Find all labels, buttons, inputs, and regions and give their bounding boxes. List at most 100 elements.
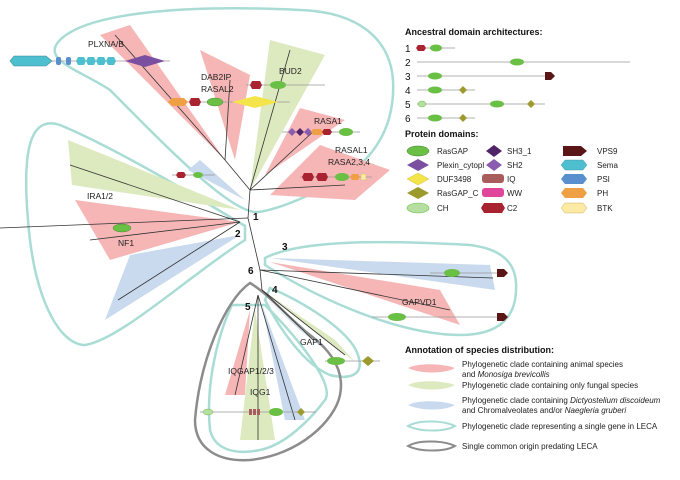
clade-fan-gapvd1 bbox=[270, 262, 460, 325]
leca-outline-iqgap bbox=[207, 303, 328, 454]
ipt-domain bbox=[86, 57, 96, 65]
sh3-domain bbox=[296, 128, 304, 136]
plexin-cytopl-icon bbox=[407, 159, 429, 171]
c2-domain bbox=[302, 173, 314, 181]
clade-label-ira12: IRA1/2 bbox=[87, 191, 113, 201]
vps9-domain bbox=[497, 269, 508, 277]
arch-dab2ip bbox=[168, 96, 290, 108]
clade-label-gapvd1: GAPVD1 bbox=[402, 297, 437, 307]
domain-label: SH3_1 bbox=[507, 147, 532, 156]
annotation-animal-line1: Phylogenetic clade containing animal spe… bbox=[462, 360, 623, 369]
iq-domain bbox=[257, 409, 260, 415]
rasgap-domain bbox=[206, 97, 224, 107]
rasgap-domain bbox=[327, 357, 345, 365]
ipt-domain bbox=[106, 57, 116, 65]
rasgap-c-domain bbox=[459, 114, 467, 122]
domain-label: Sema bbox=[597, 161, 618, 170]
node-label-2: 2 bbox=[235, 229, 241, 240]
c2-domain bbox=[322, 129, 332, 135]
btk-domain bbox=[360, 173, 367, 181]
leca-gene-swatch bbox=[405, 420, 458, 432]
annotation-leca-gene: Phylogenetic clade representing a single… bbox=[462, 422, 658, 431]
rasgap-c-domain bbox=[362, 356, 374, 366]
ipt-domain bbox=[96, 57, 106, 65]
rasgap-domain bbox=[388, 313, 406, 321]
ancestral-panel: Ancestral domain architectures: 1 2 3 4 … bbox=[405, 27, 630, 125]
domains-title: Protein domains: bbox=[405, 129, 479, 139]
c2-domain bbox=[416, 45, 426, 51]
clade-fan-nf1 bbox=[75, 200, 240, 260]
ph-domain bbox=[168, 98, 188, 106]
ph-icon bbox=[561, 188, 587, 198]
rasgap-domain bbox=[510, 58, 524, 66]
clade-label-gap1: GAP1 bbox=[300, 337, 323, 347]
sh2-icon bbox=[486, 159, 502, 171]
arch-plxna bbox=[9, 55, 170, 67]
clade-label-bud2: BUD2 bbox=[279, 66, 302, 76]
arch-rasal1 bbox=[300, 173, 372, 181]
protein-domains-legend: Protein domains: RasGAP Plexin_cytopl DU… bbox=[405, 129, 618, 214]
tree-branches bbox=[0, 34, 494, 440]
rasgap-domain bbox=[112, 223, 132, 233]
rasgap-domain bbox=[270, 81, 286, 89]
vps9-icon bbox=[563, 146, 587, 156]
dicty-clade-swatch bbox=[408, 401, 455, 410]
c2-domain bbox=[316, 173, 328, 181]
clade-fan-rasal1 bbox=[270, 145, 390, 200]
sh3-1-icon bbox=[486, 145, 502, 157]
node-label-5: 5 bbox=[245, 302, 251, 313]
ipt-domain bbox=[76, 57, 86, 65]
domain-label: Plexin_cytopl bbox=[437, 161, 484, 170]
ancestral-row-label: 3 bbox=[405, 72, 411, 83]
clade-fan-dab2ip bbox=[200, 50, 250, 160]
rasgap-domain bbox=[428, 114, 442, 122]
arch-bud2 bbox=[246, 81, 325, 89]
annotation-single-origin: Single common origin predating LECA bbox=[462, 442, 598, 451]
rasgap-domain bbox=[193, 172, 203, 178]
clade-label-iqg1: IQG1 bbox=[250, 387, 271, 397]
arch-gap1 bbox=[325, 356, 380, 366]
ch-domain bbox=[202, 408, 214, 416]
sh2-domain bbox=[304, 128, 312, 136]
vps9-domain bbox=[545, 72, 555, 80]
clade-fan-bud2 bbox=[250, 40, 325, 190]
annotation-dicty-line1: Phylogenetic clade containing Dictyostel… bbox=[462, 396, 661, 405]
ancestral-row-label: 5 bbox=[405, 100, 411, 111]
rasgap-c-domain bbox=[459, 86, 467, 94]
ww-icon bbox=[482, 188, 504, 197]
rasgap-c-domain bbox=[297, 408, 305, 416]
psi-icon bbox=[561, 174, 587, 184]
leca-outline-right bbox=[263, 240, 518, 337]
clade-fan-rasa1 bbox=[265, 108, 345, 175]
iq-domain bbox=[249, 409, 252, 415]
arch-dicty-top bbox=[172, 172, 215, 178]
c2-domain bbox=[189, 98, 201, 106]
sh2-domain bbox=[288, 128, 296, 136]
animal-clade-swatch bbox=[408, 364, 455, 373]
leca-outline-left bbox=[24, 122, 247, 347]
clade-fan-iqg1 bbox=[240, 310, 275, 440]
ph-domain bbox=[350, 174, 360, 180]
clade-label-rasal1: RASAL1 bbox=[335, 145, 368, 155]
clade-label-rasa234: RASA2,3,4 bbox=[328, 157, 370, 167]
domain-label: C2 bbox=[507, 204, 518, 213]
arch-rasa1 bbox=[282, 128, 360, 136]
btk-icon bbox=[560, 202, 588, 214]
rasgap-domain bbox=[444, 269, 460, 277]
ancestral-row-label: 1 bbox=[405, 44, 411, 55]
domain-label: IQ bbox=[507, 175, 515, 184]
domain-label: DUF3498 bbox=[437, 175, 472, 184]
c2-domain bbox=[250, 81, 262, 89]
rasgap-domain bbox=[428, 86, 442, 94]
ancestral-row-label: 2 bbox=[405, 58, 411, 69]
arch-iqg1 bbox=[200, 408, 316, 416]
domain-label: VPS9 bbox=[597, 147, 618, 156]
ancestral-row-label: 4 bbox=[405, 86, 411, 97]
psi-domain bbox=[56, 57, 61, 65]
ch-icon bbox=[406, 202, 430, 214]
domain-label: PH bbox=[597, 189, 608, 198]
annotation-dicty-line2: and Chromalveolates and/or Naegleria gru… bbox=[462, 406, 626, 415]
node-label-6: 6 bbox=[248, 266, 254, 277]
domain-label: CH bbox=[437, 204, 449, 213]
